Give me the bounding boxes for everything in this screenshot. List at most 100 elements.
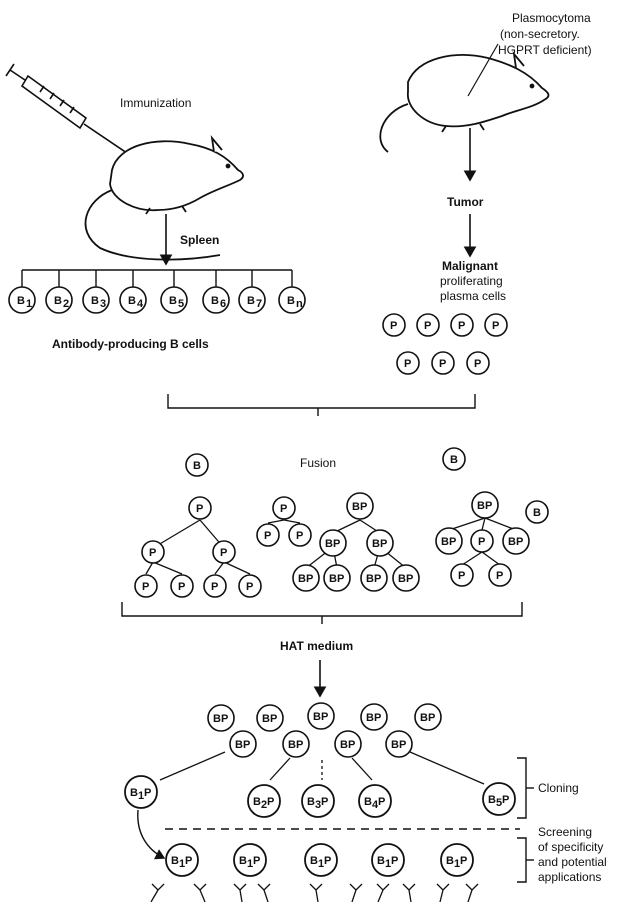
svg-text:BP: BP <box>441 536 456 548</box>
free-b-cell: B <box>525 500 549 524</box>
p-cell: P <box>141 540 165 564</box>
svg-text:P: P <box>196 503 203 515</box>
svg-text:P: P <box>321 796 328 808</box>
svg-text:B: B <box>169 295 177 307</box>
bp-cell: BP <box>229 730 257 758</box>
p-cell: P <box>188 496 212 520</box>
plasma-cell: P <box>416 313 440 337</box>
svg-text:P: P <box>324 855 331 867</box>
bp-cell: BP <box>392 564 420 592</box>
bp-cell: BP <box>319 529 347 557</box>
malignant-label-line2: proliferating <box>440 274 503 288</box>
p-cell: P <box>134 574 158 598</box>
svg-text:BP: BP <box>352 501 367 513</box>
hat-medium-label: HAT medium <box>280 639 353 653</box>
p-cell: P <box>450 563 474 587</box>
svg-text:P: P <box>178 581 185 593</box>
bp-cell: BP <box>502 527 530 555</box>
bp-cell: BP <box>292 564 320 592</box>
plasmocytoma-mouse-icon <box>379 43 550 153</box>
svg-text:2: 2 <box>261 799 267 811</box>
bp-cell: BP <box>385 730 413 758</box>
bp-cell: BP <box>366 529 394 557</box>
bp-cell: BP <box>282 730 310 758</box>
svg-text:P: P <box>264 530 271 542</box>
svg-text:P: P <box>478 536 485 548</box>
p-cell: P <box>288 523 312 547</box>
svg-text:P: P <box>296 530 303 542</box>
plasmocytoma-label-line1: Plasmocytoma <box>512 11 591 25</box>
svg-text:4: 4 <box>137 298 144 310</box>
svg-text:6: 6 <box>220 298 226 310</box>
plasma-cell: P <box>396 351 420 375</box>
svg-text:BP: BP <box>325 538 340 550</box>
svg-text:BP: BP <box>508 536 523 548</box>
svg-text:P: P <box>474 358 481 370</box>
free-b-cell: B <box>442 447 466 471</box>
svg-text:P: P <box>142 581 149 593</box>
svg-text:P: P <box>185 855 192 867</box>
spleen-label: Spleen <box>180 233 219 247</box>
svg-text:BP: BP <box>366 573 381 585</box>
plasma-cell: P <box>382 313 406 337</box>
plasma-cell: P <box>431 351 455 375</box>
malignant-label-line3: plasma cells <box>440 289 506 303</box>
svg-text:P: P <box>424 320 431 332</box>
svg-text:P: P <box>267 796 274 808</box>
svg-text:B: B <box>488 794 496 806</box>
screening-label-line1: Screening <box>538 825 592 839</box>
svg-text:BP: BP <box>477 500 492 512</box>
p-cell: P <box>212 540 236 564</box>
svg-text:B: B <box>287 295 295 307</box>
svg-text:B: B <box>377 855 385 867</box>
svg-text:P: P <box>460 855 467 867</box>
screening-label-line4: applications <box>538 870 601 884</box>
bp-cell: BP <box>360 564 388 592</box>
svg-text:BP: BP <box>340 739 355 751</box>
svg-text:B: B <box>307 796 315 808</box>
svg-text:P: P <box>149 547 156 559</box>
cloning-label: Cloning <box>538 781 579 795</box>
svg-text:B: B <box>310 855 318 867</box>
svg-text:B: B <box>130 787 138 799</box>
svg-text:BP: BP <box>372 538 387 550</box>
svg-text:2: 2 <box>63 298 69 310</box>
bp-cell: BP <box>207 704 235 732</box>
svg-text:1: 1 <box>318 858 324 870</box>
svg-text:BP: BP <box>366 712 381 724</box>
svg-text:5: 5 <box>178 298 184 310</box>
bp-cell: BP <box>435 527 463 555</box>
b-cells-label: Antibody-producing B cells <box>52 337 209 351</box>
svg-text:P: P <box>211 581 218 593</box>
bp-cell: BP <box>323 564 351 592</box>
svg-text:BP: BP <box>391 739 406 751</box>
bp-cell: BP <box>307 702 335 730</box>
p-cell: P <box>488 563 512 587</box>
hat-bracket <box>121 602 523 624</box>
p-cell: P <box>272 496 296 520</box>
p-cell: P <box>256 523 280 547</box>
mixed-tree-lines <box>448 517 517 566</box>
svg-text:P: P <box>404 358 411 370</box>
svg-text:BP: BP <box>398 573 413 585</box>
svg-text:3: 3 <box>315 799 321 811</box>
merge-bracket <box>167 394 476 416</box>
svg-text:B: B <box>171 855 179 867</box>
svg-text:4: 4 <box>372 799 379 811</box>
svg-text:B: B <box>253 796 261 808</box>
svg-text:P: P <box>458 320 465 332</box>
svg-text:P: P <box>144 787 151 799</box>
bp-cell: BP <box>256 704 284 732</box>
p-cell: P <box>238 574 262 598</box>
svg-text:BP: BP <box>329 573 344 585</box>
